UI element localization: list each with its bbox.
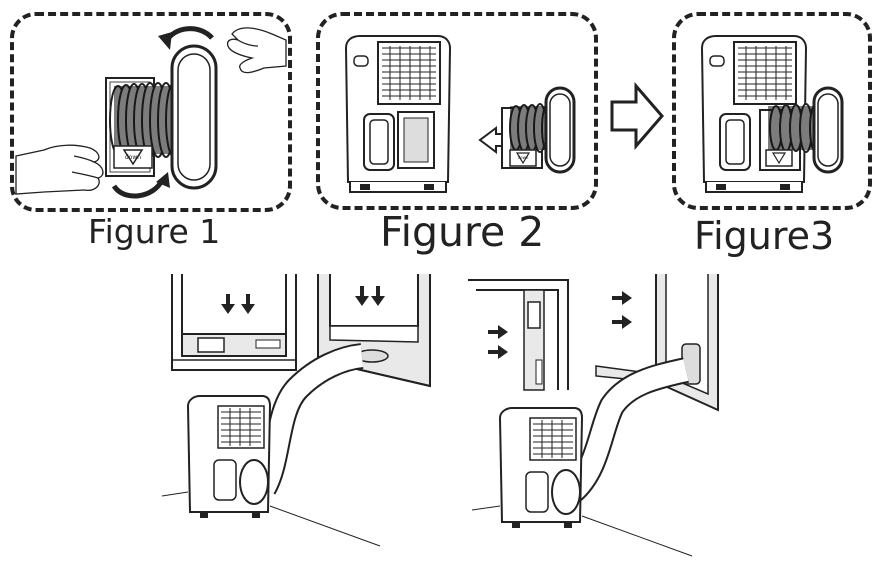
double-right-arrow-icon [488,325,508,359]
figure-3-panel [672,12,872,210]
figure-1-panel: down [10,12,292,212]
double-down-arrow-icon [355,286,385,306]
hose-adapter-assembly: down [501,86,576,174]
rotate-arrow-top-head [158,32,172,50]
figure-3-illustration [700,35,844,193]
attached-hose-adapter [759,86,844,174]
hand-upper-right [226,27,287,74]
handle-slot [353,55,369,67]
hose-shading [114,86,180,154]
double-right-arrow-icon [612,291,632,329]
down-label: down [518,155,529,160]
figure-1-caption: Figure 1 [88,212,221,251]
floor-line [471,505,693,557]
right-air-conditioner [498,407,584,528]
left-unit-hose [252,343,364,495]
hose-adapter-inner [177,53,211,181]
figure-2-illustration: down [344,35,576,193]
floor-line [161,491,381,547]
rotate-arrow-bottom-head [156,172,170,188]
figure-1-illustration: down [15,26,287,199]
down-arrow-icon [771,152,787,165]
outline-right-arrow-icon [610,81,664,151]
hand-lower-left [15,144,104,195]
down-arrow-icon [122,149,144,166]
figure-2-panel: down [316,12,598,210]
air-conditioner-unit [344,35,452,193]
rotate-arrow-bottom [111,178,165,199]
window-installation-illustrations [161,274,719,557]
figure-3-caption: Figure3 [694,214,835,258]
vertical-window-detail [171,274,297,371]
right-unit-hose [562,357,689,502]
grille-lines [382,46,436,100]
figure-2-caption: Figure 2 [380,208,545,256]
down-arrow-icon [515,152,531,165]
next-step-arrow [610,81,664,151]
hose-adapter [170,44,218,190]
double-down-arrow-icon [221,294,255,314]
horizontal-window-detail [468,279,569,391]
left-air-conditioner [186,395,272,518]
down-label: down [125,154,141,161]
